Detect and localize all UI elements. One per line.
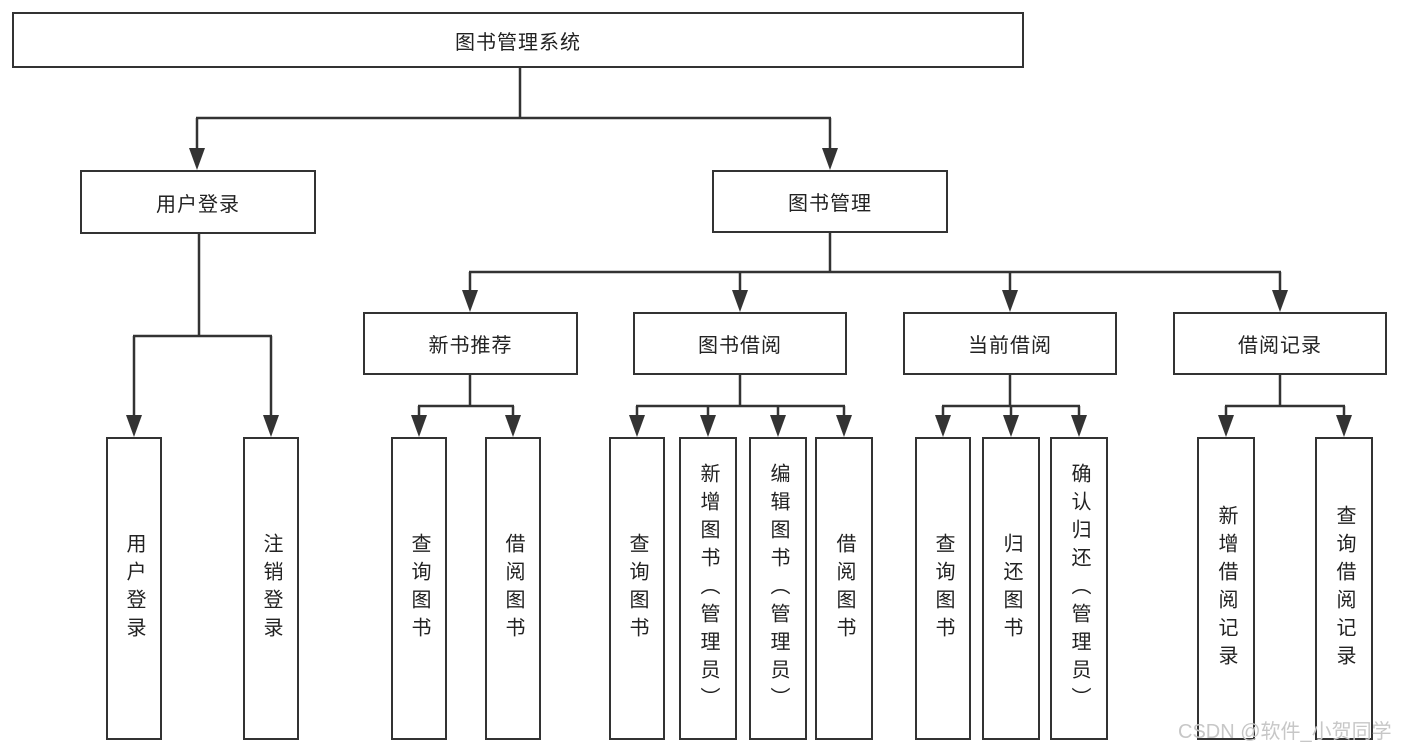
node-label: 归还图书 bbox=[1000, 532, 1022, 645]
node-label: 确认归还（管理员） bbox=[1068, 462, 1090, 715]
node-label: 图书管理 bbox=[788, 193, 872, 215]
node-leaf-confirm-return-admin: 确认归还（管理员） bbox=[1050, 437, 1108, 740]
node-book-borrowing: 图书借阅 bbox=[633, 312, 847, 375]
node-label: 查询图书 bbox=[932, 532, 954, 645]
node-leaf-borrow-books-1: 借阅图书 bbox=[485, 437, 541, 740]
node-label: 用户登录 bbox=[123, 532, 145, 645]
node-leaf-query-books-2: 查询图书 bbox=[609, 437, 665, 740]
node-leaf-edit-book-admin: 编辑图书（管理员） bbox=[749, 437, 807, 740]
node-leaf-borrow-books-2: 借阅图书 bbox=[815, 437, 873, 740]
node-leaf-add-borrow-record: 新增借阅记录 bbox=[1197, 437, 1255, 740]
node-label: 借阅图书 bbox=[833, 532, 855, 645]
node-label: 查询借阅记录 bbox=[1333, 504, 1355, 673]
node-label: 新增借阅记录 bbox=[1215, 504, 1237, 673]
node-leaf-return-book: 归还图书 bbox=[982, 437, 1040, 740]
node-leaf-query-books-3: 查询图书 bbox=[915, 437, 971, 740]
node-leaf-query-borrow-record: 查询借阅记录 bbox=[1315, 437, 1373, 740]
node-label: 用户登录 bbox=[156, 193, 240, 216]
node-borrowing-records: 借阅记录 bbox=[1173, 312, 1387, 375]
csdn-watermark: CSDN @软件_小贺同学 bbox=[1178, 721, 1392, 743]
node-leaf-user-login: 用户登录 bbox=[106, 437, 162, 740]
node-label: 图书管理系统 bbox=[455, 31, 581, 54]
node-label: 当前借阅 bbox=[968, 335, 1052, 357]
node-current-borrowing: 当前借阅 bbox=[903, 312, 1117, 375]
node-leaf-add-book-admin: 新增图书（管理员） bbox=[679, 437, 737, 740]
node-label: 借阅图书 bbox=[502, 532, 524, 645]
node-label: 编辑图书（管理员） bbox=[767, 462, 789, 715]
node-user-login: 用户登录 bbox=[80, 170, 316, 234]
node-leaf-query-books-1: 查询图书 bbox=[391, 437, 447, 740]
node-book-management: 图书管理 bbox=[712, 170, 948, 233]
node-label: 借阅记录 bbox=[1238, 335, 1322, 357]
node-label: 新书推荐 bbox=[428, 335, 513, 357]
arrowheads bbox=[126, 148, 1352, 437]
node-label: 查询图书 bbox=[626, 532, 648, 645]
node-label: 图书借阅 bbox=[698, 335, 782, 357]
node-label: 查询图书 bbox=[408, 532, 430, 645]
node-label: 新增图书（管理员） bbox=[697, 462, 719, 715]
node-new-book-recommendation: 新书推荐 bbox=[363, 312, 578, 375]
node-leaf-logout: 注销登录 bbox=[243, 437, 299, 740]
node-library-management-system: 图书管理系统 bbox=[12, 12, 1024, 68]
node-label: 注销登录 bbox=[260, 532, 282, 645]
